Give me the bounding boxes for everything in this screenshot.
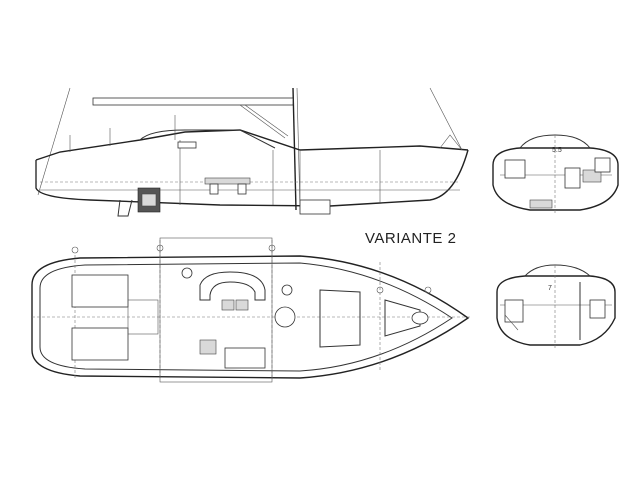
cross-section-top: 5.5 <box>492 134 619 215</box>
plan-view <box>31 237 470 383</box>
profile-view <box>35 87 469 217</box>
cross-section-bottom: 7 <box>496 264 616 350</box>
variant-label: VARIANTE 2 <box>365 230 457 247</box>
section-mark-bottom: 7 <box>548 285 552 292</box>
section-mark-top: 5.5 <box>552 147 562 154</box>
